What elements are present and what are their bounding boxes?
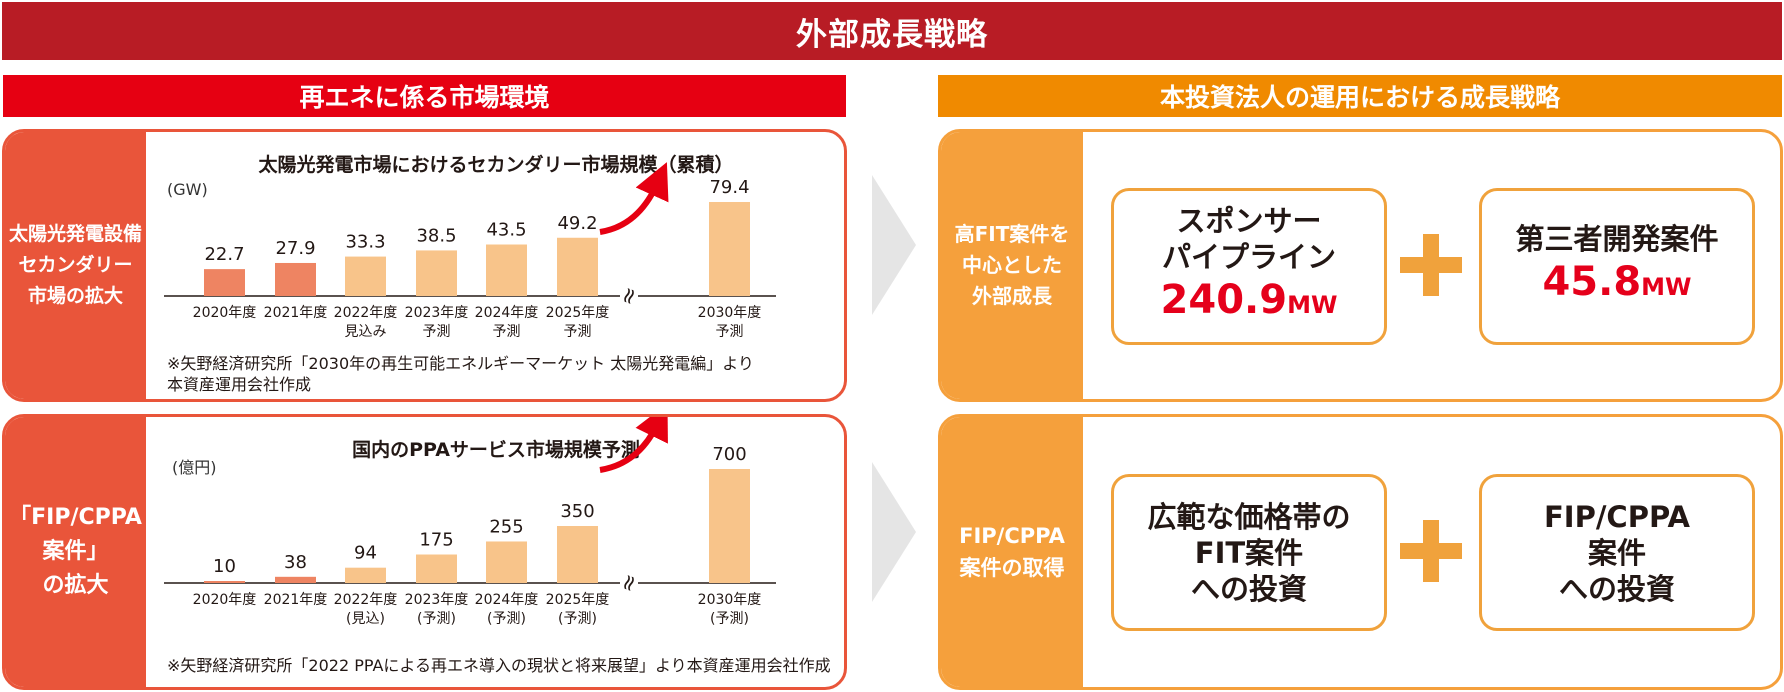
box-value: 45.8MW (1542, 259, 1692, 305)
x-tick-label: (予測) (487, 611, 526, 627)
box-label: FIP/CPPA 案件 への投資 (1543, 499, 1691, 606)
ppa-market-bar-chart: ≈10 2020年度 38 2021年度 94 2022年度 (見込) 175 2023年度 (予… (164, 417, 776, 627)
growth-arrow-icon (599, 162, 669, 235)
x-tick-label: (予測) (710, 611, 749, 627)
box-label: スポンサー パイプライン (1161, 204, 1336, 274)
bar (557, 237, 598, 296)
data-label: 33.3 (345, 232, 385, 253)
panel-secondary-market: 太陽光発電設備 セカンダリー 市場の拡大 太陽光発電市場におけるセカンダリー市場… (2, 129, 847, 402)
left-section-header: 再エネに係る市場環境 (3, 75, 846, 117)
x-tick-label: 2020年度 (193, 305, 257, 321)
right-section-header: 本投資法人の運用における成長戦略 (938, 75, 1782, 117)
panel-side-label: 高FIT案件を 中心とした 外部成長 (941, 132, 1083, 399)
bar (204, 269, 245, 296)
chart-title: 太陽光発電市場におけるセカンダリー市場規模（累積） (258, 154, 734, 176)
x-tick-label: 2021年度 (264, 305, 328, 321)
bar (275, 576, 316, 583)
axis-break-icon: ≈ (615, 570, 645, 596)
plus-icon (1400, 520, 1462, 582)
x-tick-label: 2025年度 (546, 305, 610, 321)
data-label: 43.5 (486, 220, 526, 241)
x-tick-label: 予測 (423, 324, 451, 340)
x-tick-label: 2023年度 (405, 592, 469, 608)
fit-investment-box: 広範な価格帯の FIT案件 への投資 (1111, 474, 1387, 631)
flow-arrow-icon (872, 462, 916, 602)
panel-fip-cppa-market: 「FIP/CPPA 案件」 の拡大 国内のPPAサービス市場規模予測 (億円) … (2, 414, 847, 690)
x-tick-label: 2025年度 (546, 592, 610, 608)
x-tick-label: 2022年度 (334, 305, 398, 321)
panel-side-label: 「FIP/CPPA 案件」 の拡大 (5, 417, 146, 687)
data-label: 38 (284, 552, 307, 573)
x-tick-label: 予測 (564, 324, 592, 340)
bar (486, 541, 527, 583)
bar (345, 567, 386, 583)
plus-icon (1400, 234, 1462, 296)
chart-title: 国内のPPAサービス市場規模予測 (352, 439, 640, 461)
page-banner: 外部成長戦略 (2, 2, 1782, 60)
axis-break-icon: ≈ (615, 283, 645, 309)
right-section-title: 本投資法人の運用における成長戦略 (1159, 83, 1560, 112)
bar (275, 262, 316, 296)
data-label: 38.5 (416, 225, 456, 246)
data-label: 79.4 (709, 177, 749, 198)
box-label: 広範な価格帯の FIT案件 への投資 (1147, 499, 1351, 606)
bar (416, 554, 457, 583)
x-tick-label: 2021年度 (264, 592, 328, 608)
data-label: 350 (560, 501, 594, 522)
box-label: 第三者開発案件 (1515, 222, 1719, 256)
data-label: 94 (354, 543, 377, 564)
fip-cppa-investment-box: FIP/CPPA 案件 への投資 (1479, 474, 1755, 631)
data-label: 10 (213, 556, 236, 577)
x-tick-label: 予測 (716, 324, 744, 340)
bar (709, 469, 750, 583)
left-section-title: 再エネに係る市場環境 (299, 83, 550, 112)
data-label: 22.7 (204, 244, 244, 265)
x-tick-label: 予測 (493, 324, 521, 340)
panel-fip-cppa-acquisition: FIP/CPPA 案件の取得 広範な価格帯の FIT案件 への投資 FIP/CP… (938, 414, 1783, 690)
third-party-box: 第三者開発案件 45.8MW (1479, 188, 1755, 345)
x-tick-label: 2023年度 (405, 305, 469, 321)
data-label: 700 (712, 444, 746, 465)
bar (557, 526, 598, 583)
data-label: 27.9 (275, 238, 315, 259)
sponsor-pipeline-box: スポンサー パイプライン 240.9MW (1111, 188, 1387, 345)
x-tick-label: 2030年度 (698, 305, 762, 321)
x-tick-label: 2030年度 (698, 592, 762, 608)
chart-unit: (億円) (172, 458, 217, 477)
x-tick-label: 2024年度 (475, 592, 539, 608)
panel-side-label: FIP/CPPA 案件の取得 (941, 417, 1083, 687)
x-tick-label: (見込) (346, 611, 385, 627)
box-value: 240.9MW (1160, 277, 1338, 323)
bar (486, 244, 527, 296)
banner-title: 外部成長戦略 (796, 16, 988, 53)
chart-source-note: ※矢野経済研究所「2022 PPAによる再エネ導入の現状と将来展望」より本資産運… (167, 656, 831, 675)
chart-unit: (GW) (167, 180, 208, 199)
data-label: 175 (419, 530, 453, 551)
growth-arrow-icon (599, 417, 668, 473)
bar (709, 202, 750, 296)
x-tick-label: (予測) (558, 611, 597, 627)
x-tick-label: 2024年度 (475, 305, 539, 321)
chart-source-note: ※矢野経済研究所「2030年の再生可能エネルギーマーケット 太陽光発電編」より … (167, 354, 754, 394)
flow-arrow-icon (872, 175, 916, 315)
bar (204, 581, 245, 583)
x-tick-label: 見込み (345, 324, 387, 340)
bar (416, 250, 457, 296)
bar (345, 256, 386, 296)
data-label: 255 (489, 516, 523, 537)
x-tick-label: 2020年度 (193, 592, 257, 608)
panel-growth-high-fit: 高FIT案件を 中心とした 外部成長 スポンサー パイプライン 240.9MW … (938, 129, 1783, 402)
x-tick-label: 2022年度 (334, 592, 398, 608)
panel-side-label: 太陽光発電設備 セカンダリー 市場の拡大 (5, 132, 146, 399)
data-label: 49.2 (557, 213, 597, 234)
x-tick-label: (予測) (417, 611, 456, 627)
